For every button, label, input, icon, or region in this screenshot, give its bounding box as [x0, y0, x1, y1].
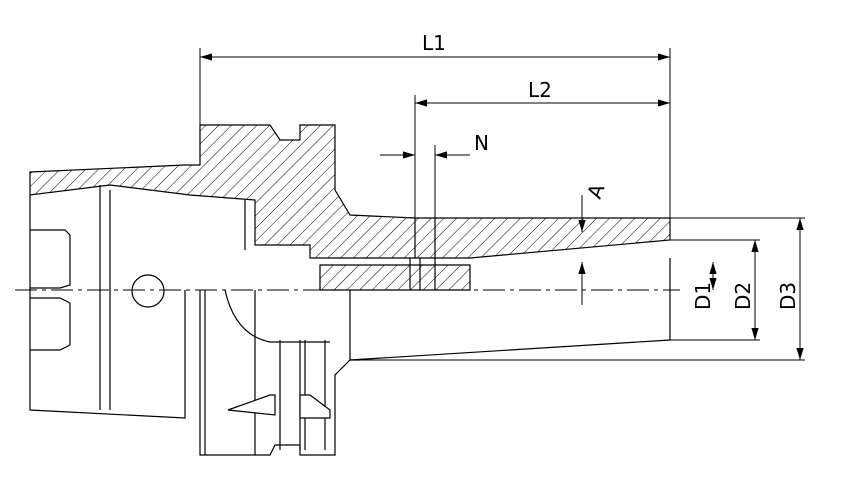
taper-section-hatched: [29, 124, 671, 259]
flange-cam-curve: [224, 289, 330, 343]
dimension-lines: [199, 48, 805, 361]
label-d3: D3: [776, 282, 800, 310]
label-l2: L2: [528, 78, 552, 102]
taper-shank-outline: [29, 195, 186, 419]
label-a: A: [582, 180, 609, 201]
label-l1: L1: [422, 31, 446, 55]
label-d2: D2: [731, 282, 755, 310]
taper-notch-lower: [30, 297, 71, 351]
taper-side-lines: [99, 185, 111, 410]
shank-thread-lines: [409, 258, 436, 290]
shank-lower-outline: [349, 258, 671, 361]
shank-upper-extension: [414, 218, 436, 258]
shank-bore: [319, 264, 471, 291]
holder-body: [29, 124, 671, 456]
flange-wedge-left: [227, 394, 276, 416]
taper-notch-upper: [30, 229, 71, 289]
flange-inner-lines: [204, 200, 256, 455]
flange-wedge-right: [299, 394, 331, 419]
label-d1: D1: [691, 282, 715, 310]
label-n: N: [474, 131, 489, 155]
detent-ball: [131, 274, 165, 308]
